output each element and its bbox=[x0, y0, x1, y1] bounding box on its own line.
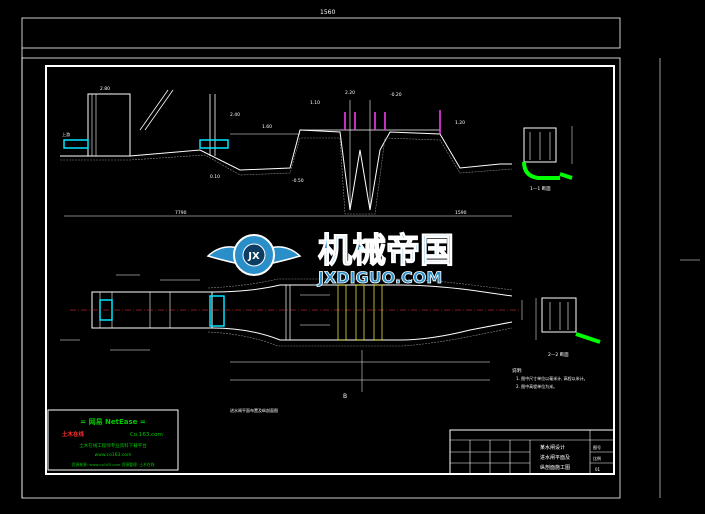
section-1-title: 1—1 断面 bbox=[530, 185, 551, 192]
dimension-label-left: 7790 bbox=[175, 210, 187, 216]
stamp-line3: 土木在线工程师专业资料下载平台 bbox=[79, 442, 147, 449]
title-block-number: 01 bbox=[595, 467, 601, 472]
section-mark: B bbox=[343, 393, 347, 400]
inlet-pipe bbox=[63, 139, 89, 149]
elevation-label: 1.10 bbox=[310, 100, 320, 106]
upstream-label: 上游 bbox=[62, 131, 70, 137]
title-block-sheet: 图号 bbox=[593, 444, 601, 450]
outer-border bbox=[21, 57, 621, 499]
inner-border bbox=[45, 65, 615, 475]
title-block: 某水闸设计 进水闸平面及 纵剖面施工图 图号 比例 01 bbox=[449, 429, 615, 475]
note-line: 2. 图中高程单位为米。 bbox=[516, 383, 557, 389]
top-dimension-label: 1560 bbox=[320, 9, 335, 16]
notes: 说明: 1. 图中尺寸单位以毫米计, 高程以米计。 2. 图中高程单位为米。 bbox=[512, 367, 588, 389]
elevation-label: 1.20 bbox=[455, 120, 465, 126]
winged-gear-logo bbox=[206, 234, 302, 276]
gate-chamber bbox=[87, 93, 131, 157]
stamp-line5: 资源来源: www.co163.com 资源整理: 土木在线 bbox=[72, 462, 155, 467]
watermark-en: JXDIGUO.COM bbox=[317, 268, 442, 287]
elevation-label: 1.60 bbox=[262, 124, 272, 130]
dimension-label-right: 1590 bbox=[455, 210, 467, 216]
title-block-row2: 进水闸平面及 bbox=[540, 454, 570, 461]
plan-title: 进水闸平面布置及纵剖面图 bbox=[230, 407, 278, 413]
stamp-line1: = 网易 NetEase = bbox=[80, 417, 146, 426]
section-2-title: 2—2 断面 bbox=[548, 351, 569, 358]
note-line: 1. 图中尺寸单位以毫米计, 高程以米计。 bbox=[516, 375, 588, 381]
top-extension-frame bbox=[21, 17, 621, 49]
ground-profile bbox=[60, 129, 512, 211]
longitudinal-section: 2.80 2.40 1.60 1.10 0.10 -0.50 1.20 2.20… bbox=[60, 86, 513, 217]
sloping-rail bbox=[139, 89, 169, 131]
notes-title: 说明: bbox=[512, 367, 523, 374]
pipe-bend bbox=[522, 161, 560, 180]
pipe-outlet-2 bbox=[575, 332, 601, 344]
elevation-label: 2.80 bbox=[100, 86, 110, 92]
watermark-cn: 机械帝国 bbox=[318, 231, 454, 271]
title-block-row1: 某水闸设计 bbox=[540, 444, 565, 451]
stamp-line4: www.co163.com bbox=[95, 452, 132, 458]
elevation-label: 0.10 bbox=[210, 174, 220, 180]
title-block-scale: 比例 bbox=[593, 455, 601, 461]
section-2-2: 2—2 断面 bbox=[535, 297, 601, 358]
logo-monogram: JX bbox=[247, 251, 260, 262]
stamp-line2-a: 土木在线 bbox=[62, 430, 85, 438]
elevation-label: 2.20 bbox=[345, 90, 355, 96]
title-block-row3: 纵剖面施工图 bbox=[540, 464, 570, 471]
elevation-label: -0.50 bbox=[292, 178, 304, 184]
plan-view: B 进水闸平面布置及纵剖面图 bbox=[60, 259, 700, 413]
section-1-1: 1—1 断面 bbox=[522, 126, 573, 192]
jxdiguo-watermark: JX 机械帝国 JXDIGUO.COM bbox=[206, 230, 455, 287]
netease-stamp: = 网易 NetEase = 土木在线 Co.163.com 土木在线工程师专业… bbox=[47, 409, 179, 471]
elevation-label: -0.20 bbox=[390, 92, 402, 98]
outlet-pipe bbox=[199, 139, 229, 149]
elevation-label: 2.40 bbox=[230, 112, 240, 118]
stamp-line2-b: Co.163.com bbox=[130, 432, 163, 438]
